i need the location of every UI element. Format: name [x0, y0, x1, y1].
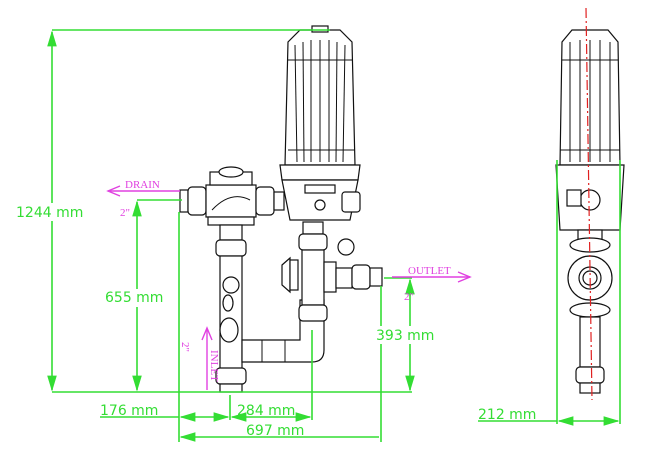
side-width-label: 212 mm	[478, 407, 536, 423]
inlet-label: INLET	[208, 350, 220, 382]
outlet-label: OUTLET	[408, 265, 451, 277]
inlet-size-label: 2"	[179, 342, 191, 352]
filter-housing	[279, 25, 361, 221]
outlet-valve	[281, 221, 383, 322]
outlet-height-label: 393 mm	[376, 328, 434, 344]
drain-size-label: 2"	[120, 207, 130, 219]
dimensions: 1244 mm 655 mm 393 mm 176 mm 284 mm 697 …	[14, 29, 621, 442]
connections: DRAIN 2" INLET 2" OUTLET 2"	[106, 179, 472, 390]
front-view	[179, 25, 383, 393]
drain-height-label: 655 mm	[105, 290, 163, 306]
drain-label: DRAIN	[125, 179, 160, 191]
outlet-size-label: 2"	[404, 291, 414, 303]
inlet-pipe	[215, 224, 247, 393]
overall-height-label: 1244 mm	[16, 205, 83, 221]
pipe-length-label: 284 mm	[237, 403, 295, 419]
centerline	[585, 7, 593, 401]
side-view	[555, 7, 625, 401]
drain-offset-label: 176 mm	[100, 403, 158, 419]
overall-length-label: 697 mm	[246, 423, 304, 439]
drain-valve	[179, 166, 285, 226]
